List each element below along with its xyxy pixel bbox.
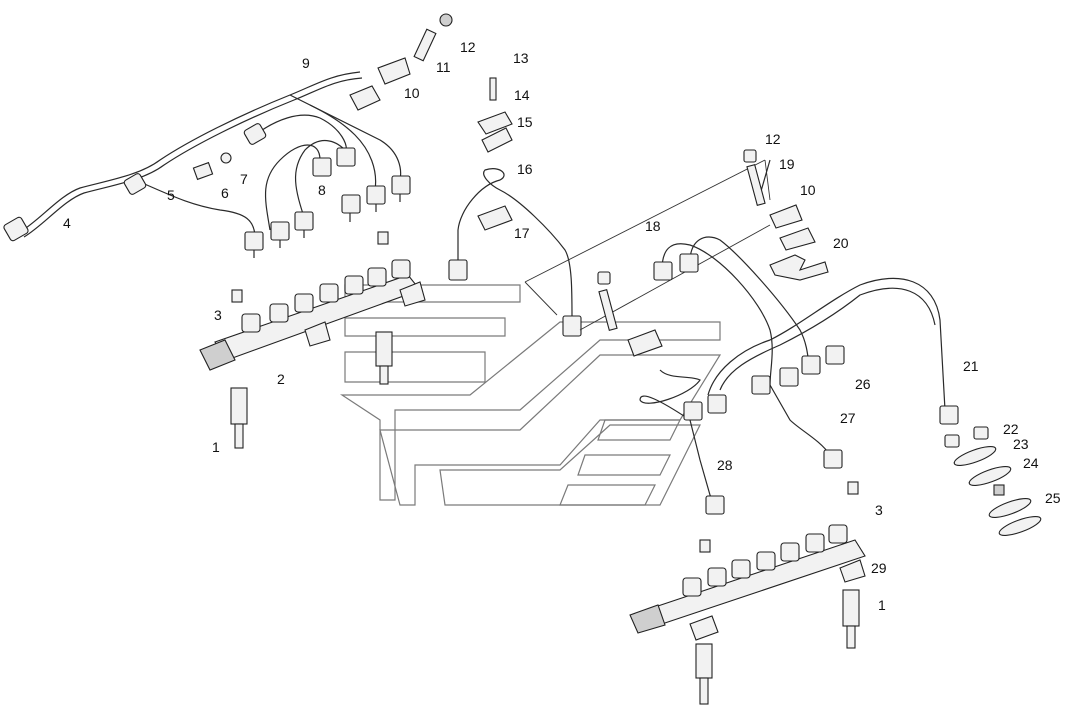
callout-27: 27 [840,410,856,426]
callout-7: 7 [240,171,248,187]
callout-20: 20 [833,235,849,251]
callout-16: 16 [517,161,533,177]
callout-13: 13 [513,50,529,66]
callout-21: 21 [963,358,979,374]
callout-25: 25 [1045,490,1061,506]
rail-right [629,481,866,641]
watermark-logo [339,284,722,506]
callout-14: 14 [514,87,530,103]
callout-26: 26 [855,376,871,392]
callout-9: 9 [302,55,310,71]
injector-right [695,589,860,705]
callout-19: 19 [779,156,795,172]
callout-12: 12 [460,39,476,55]
rail-left [199,259,426,371]
callout-22: 22 [1003,421,1019,437]
washer-set-right [944,426,1042,536]
center-pipe [448,159,771,337]
callout-3: 3 [875,502,883,518]
callout-4: 4 [63,215,71,231]
callout-10: 10 [800,182,816,198]
callout-1: 1 [878,597,886,613]
callout-18: 18 [645,218,661,234]
callout-15: 15 [517,114,533,130]
callout-29: 29 [871,560,887,576]
callout-23: 23 [1013,436,1029,452]
callout-12: 12 [765,131,781,147]
pipe-assembly-left [3,70,411,258]
callout-24: 24 [1023,455,1039,471]
callout-2: 2 [277,371,285,387]
pipe-assembly-right [597,149,959,515]
callout-1: 1 [212,439,220,455]
callout-6: 6 [221,185,229,201]
callout-3: 3 [214,307,222,323]
callout-28: 28 [717,457,733,473]
callout-labels: 1 1 2 3 3 4 5 6 7 8 9 10 10 11 12 12 13 … [63,39,1061,613]
callout-11: 11 [436,59,451,75]
callout-17: 17 [514,225,530,241]
callout-5: 5 [167,187,175,203]
injector-left [230,331,393,449]
callout-10: 10 [404,85,420,101]
small-parts-upper [192,13,513,303]
callout-8: 8 [318,182,326,198]
